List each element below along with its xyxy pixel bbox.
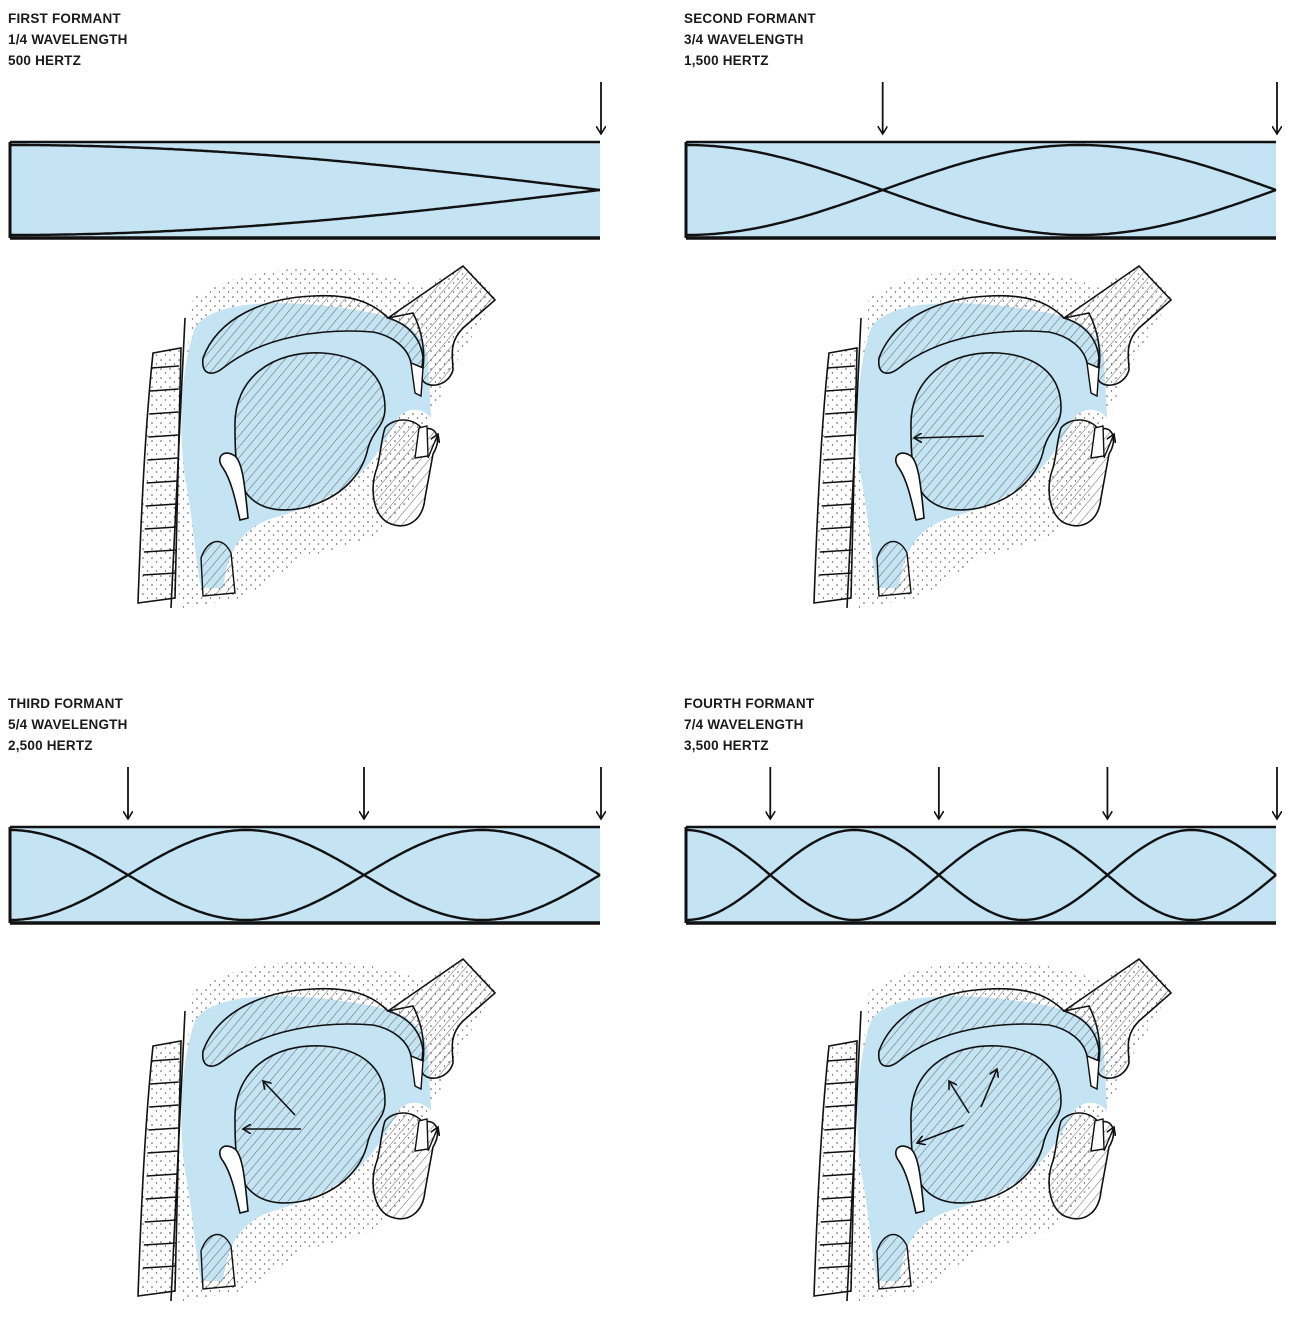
tube-diagram	[684, 693, 1294, 933]
vocal-tract-illustration	[123, 258, 503, 618]
tube-air	[10, 142, 600, 238]
spine-outline	[138, 348, 181, 603]
larynx	[201, 1235, 235, 1289]
spine	[814, 1041, 857, 1296]
formant-panel-1: FIRST FORMANT 1/4 WAVELENGTH 500 HERTZ	[8, 8, 638, 648]
tube-air	[686, 827, 1276, 923]
tube-diagram	[8, 693, 618, 933]
vocal-tract-illustration	[123, 951, 503, 1281]
vocal-tract-illustration	[799, 258, 1179, 618]
formant-panel-4: FOURTH FORMANT 7/4 WAVELENGTH 3,500 HERT…	[684, 693, 1295, 1333]
spine	[814, 348, 857, 603]
tube-diagram	[8, 8, 618, 248]
vocal-tract-illustration	[799, 951, 1179, 1281]
larynx	[877, 1235, 911, 1289]
larynx	[877, 542, 911, 596]
formant-panel-2: SECOND FORMANT 3/4 WAVELENGTH 1,500 HERT…	[684, 8, 1295, 648]
spine-outline	[814, 348, 857, 603]
formant-panel-3: THIRD FORMANT 5/4 WAVELENGTH 2,500 HERTZ	[8, 693, 638, 1333]
larynx	[201, 542, 235, 596]
tube-diagram	[684, 8, 1294, 248]
tube-air	[10, 827, 600, 923]
spine	[138, 348, 181, 603]
spine	[138, 1041, 181, 1296]
spine-outline	[814, 1041, 857, 1296]
spine-outline	[138, 1041, 181, 1296]
